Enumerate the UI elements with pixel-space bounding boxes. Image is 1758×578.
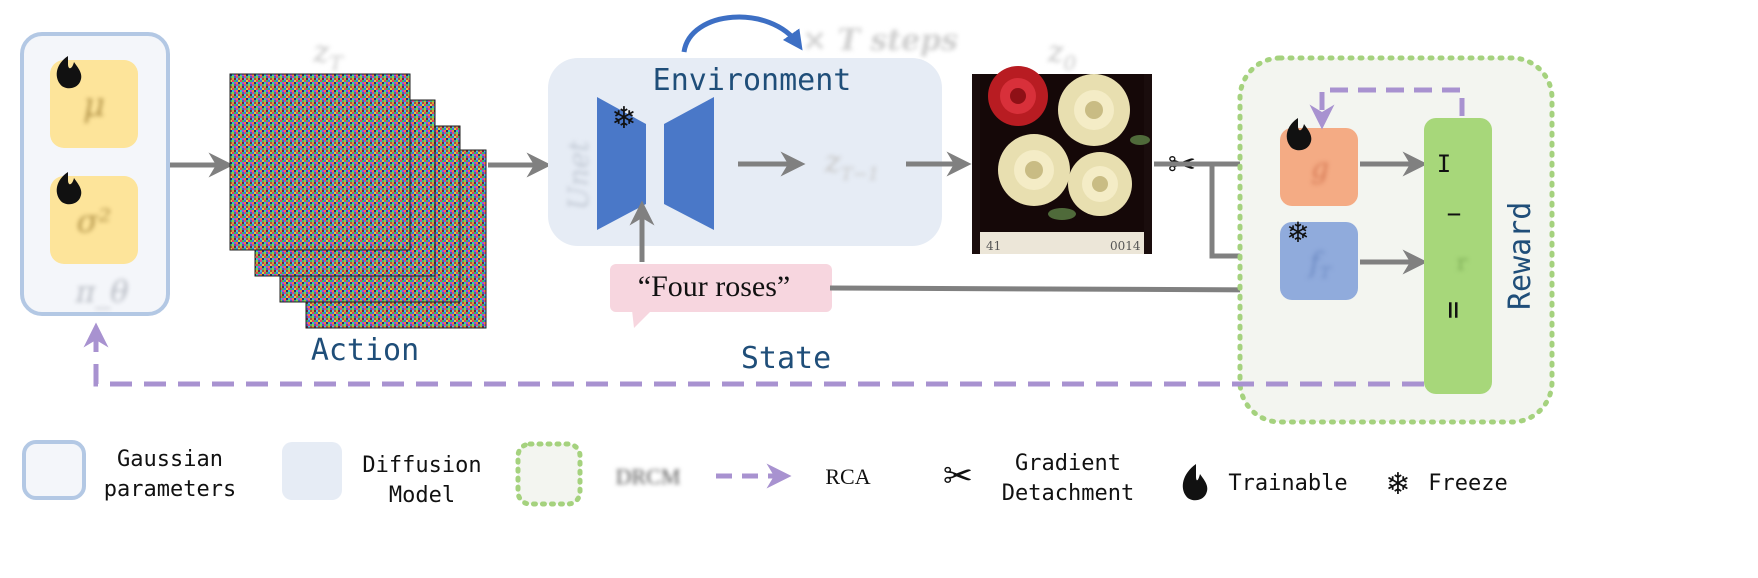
generated-image: z0 41 0014 [972, 35, 1152, 254]
legend-gaussian-swatch [22, 440, 86, 500]
mu-label: μ [83, 85, 105, 125]
steps-label: × T steps [802, 23, 958, 58]
reward-bar [1424, 118, 1492, 394]
flame-icon-mu [56, 56, 82, 89]
flame-icon-g [1286, 118, 1312, 151]
loop-arrow [681, 14, 803, 53]
reward-title: Reward [1503, 202, 1538, 310]
image-footer-left: 41 [986, 239, 1001, 253]
legend: Gaussian parameters Diffusion Model DRCM… [22, 440, 1508, 508]
action-caption: Action [311, 333, 419, 368]
legend-gradient-line1: Gradient [1015, 451, 1121, 476]
policy-panel: μ σ² π_θ [20, 32, 170, 316]
unet-encoder [597, 97, 646, 230]
sigma-label: σ² [77, 202, 112, 240]
legend-gaussian-line1: Gaussian [117, 447, 223, 472]
z0-label: z0 [1047, 35, 1077, 75]
arrow-prompt-to-f [829, 277, 1280, 303]
snowflake-icon-unet: ❄ [611, 101, 636, 136]
legend-gradient-line2: Detachment [1002, 481, 1134, 506]
legend-diffusion-line1: Diffusion [362, 453, 481, 478]
snowflake-icon-f: ❄ [1286, 216, 1309, 249]
flame-icon-legend [1182, 464, 1208, 501]
legend-diffusion-line2: Model [389, 483, 455, 508]
environment-panel: Environment × T steps Unet ❄ zT−1 [548, 14, 958, 246]
legend-drcm-swatch [515, 441, 583, 507]
f-box [1280, 222, 1358, 300]
legend-diffusion-swatch [282, 442, 342, 500]
image-footer-right: 0014 [1110, 239, 1141, 253]
unet-decoder [664, 97, 714, 230]
reward-sym-4: = [1436, 301, 1471, 319]
unet-label: Unet [562, 140, 595, 210]
pi-label: π_θ [75, 275, 129, 310]
flame-icon-sigma [56, 172, 82, 205]
scissors-icon-legend: ✂ [943, 456, 973, 497]
state-caption: State [741, 341, 831, 376]
g-label: g [1311, 152, 1329, 185]
reward-sym-2: − [1447, 200, 1461, 228]
rca-inner-arrow [1309, 87, 1465, 130]
legend-gaussian-line2: parameters [104, 477, 236, 502]
prompt-text: “Four roses” [638, 270, 790, 303]
environment-title: Environment [653, 63, 852, 98]
legend-drcm-label: DRCM [616, 464, 681, 489]
rca-feedback-arrow [83, 322, 1424, 387]
reward-sym-3: r [1457, 251, 1468, 276]
drcm-panel: g fT ❄ I − r = Reward [1237, 55, 1555, 425]
zT-label: zT [312, 35, 344, 75]
legend-trainable-label: Trainable [1228, 471, 1347, 496]
snowflake-icon-legend: ❄ [1385, 467, 1410, 502]
legend-rca-label: RCA [825, 464, 870, 489]
prompt-bubble: “Four roses” State [610, 200, 1280, 376]
reward-sym-1: I [1437, 150, 1451, 178]
legend-freeze-label: Freeze [1428, 471, 1507, 496]
noise-stack: zT Action [229, 35, 487, 368]
